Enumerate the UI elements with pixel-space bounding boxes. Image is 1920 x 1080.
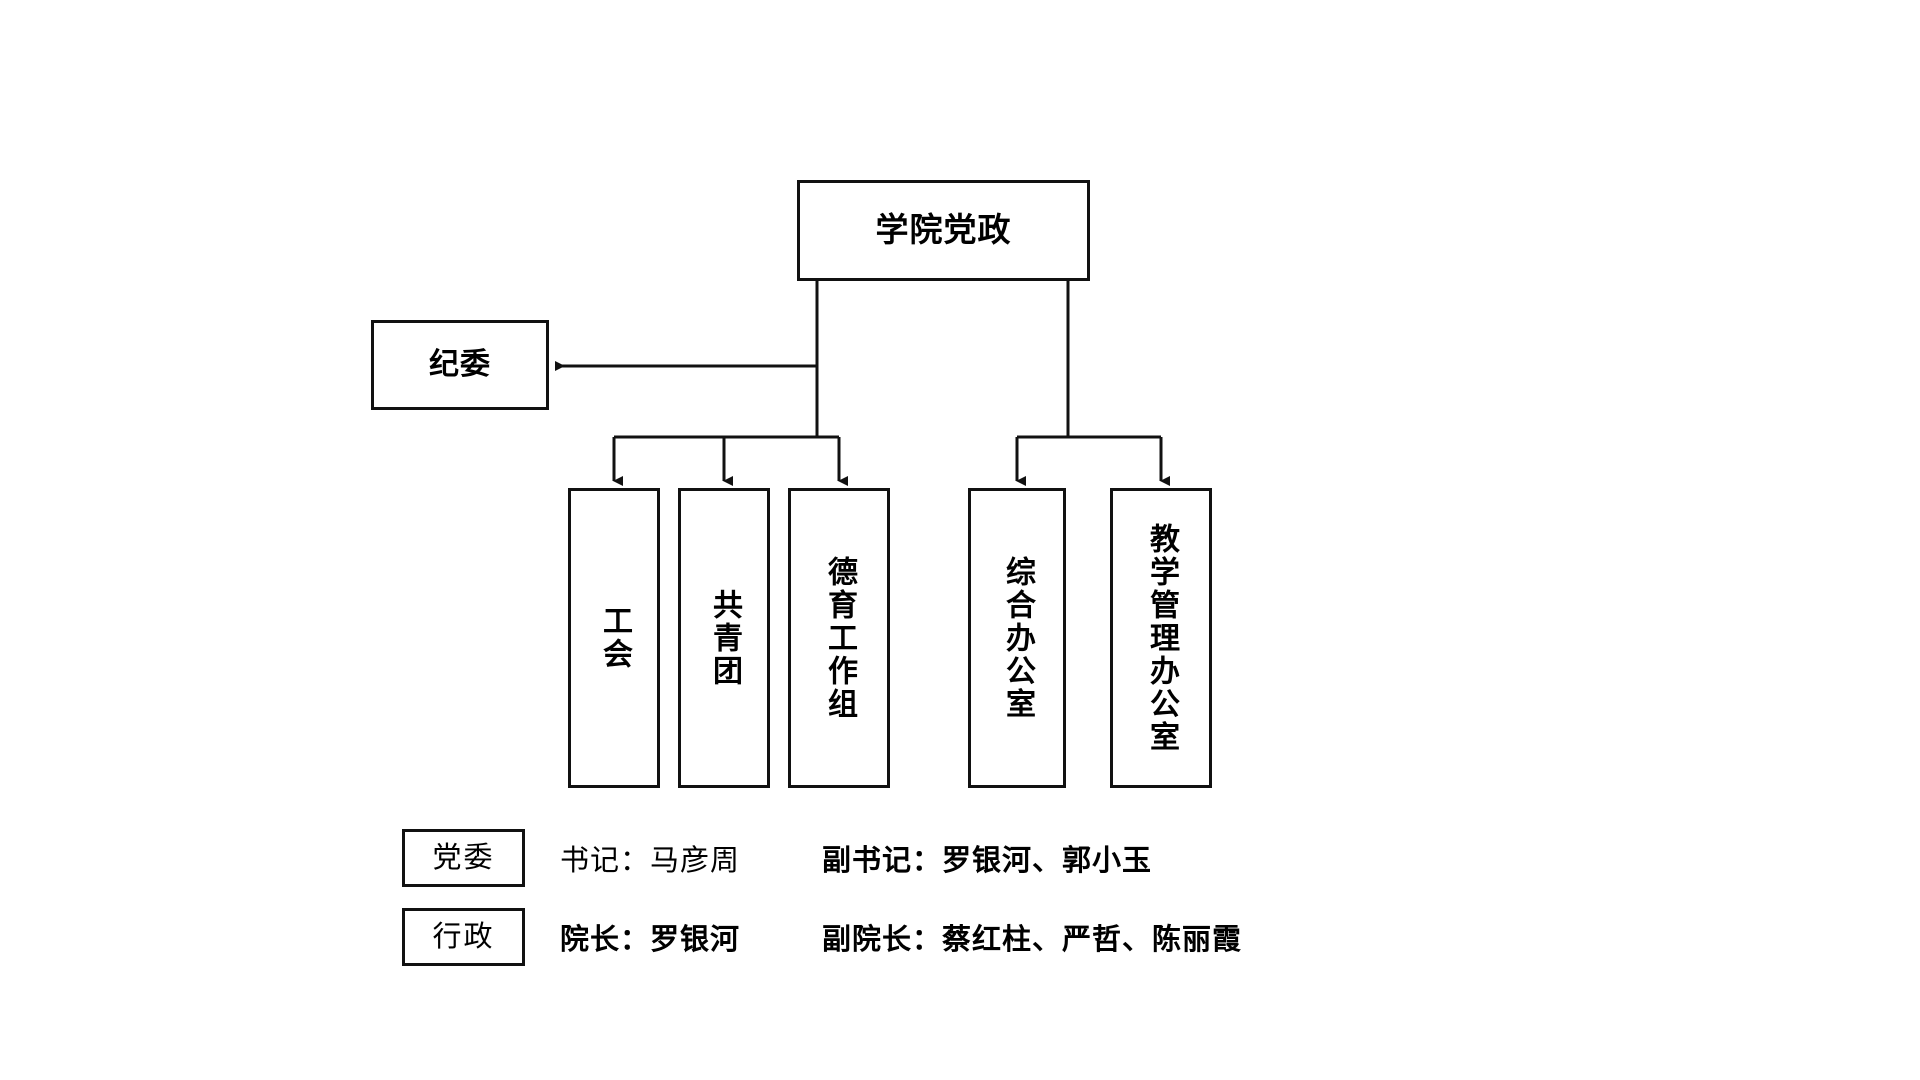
legend-row-party-committee: 书记：马彦周 副书记：罗银河、郭小玉 [560,829,1152,887]
legend-tag-party-committee-label: 党委 [432,841,495,874]
node-discipline-committee-label: 纪委 [429,348,491,382]
node-labor-union[interactable]: 工会 [568,488,660,788]
legend-tag-party-committee: 党委 [402,829,525,887]
legend-party-deputy-secretaries: 副书记：罗银河、郭小玉 [822,845,1153,877]
node-teaching-management-office-label: 教学管理办公室 [1145,522,1178,754]
node-moral-education-group[interactable]: 德育工作组 [788,488,890,788]
node-root[interactable]: 学院党政 [797,180,1090,281]
node-discipline-committee[interactable]: 纪委 [371,320,549,410]
node-youth-league[interactable]: 共青团 [678,488,770,788]
node-labor-union-label: 工会 [598,605,631,671]
legend-dean: 院长：罗银河 [560,924,741,956]
legend-tag-administration: 行政 [402,908,525,966]
node-root-label: 学院党政 [875,211,1012,249]
legend-row-administration: 院长：罗银河 副院长：蔡红柱、严哲、陈丽霞 [560,908,1242,966]
legend-party-secretary: 书记：马彦周 [560,845,741,877]
legend-vice-deans: 副院长：蔡红柱、严哲、陈丽霞 [822,924,1243,956]
node-teaching-management-office[interactable]: 教学管理办公室 [1110,488,1212,788]
node-moral-education-group-label: 德育工作组 [823,555,856,721]
node-general-office-label: 综合办公室 [1001,555,1034,721]
node-general-office[interactable]: 综合办公室 [968,488,1066,788]
legend-tag-administration-label: 行政 [432,920,495,953]
node-youth-league-label: 共青团 [708,588,741,688]
